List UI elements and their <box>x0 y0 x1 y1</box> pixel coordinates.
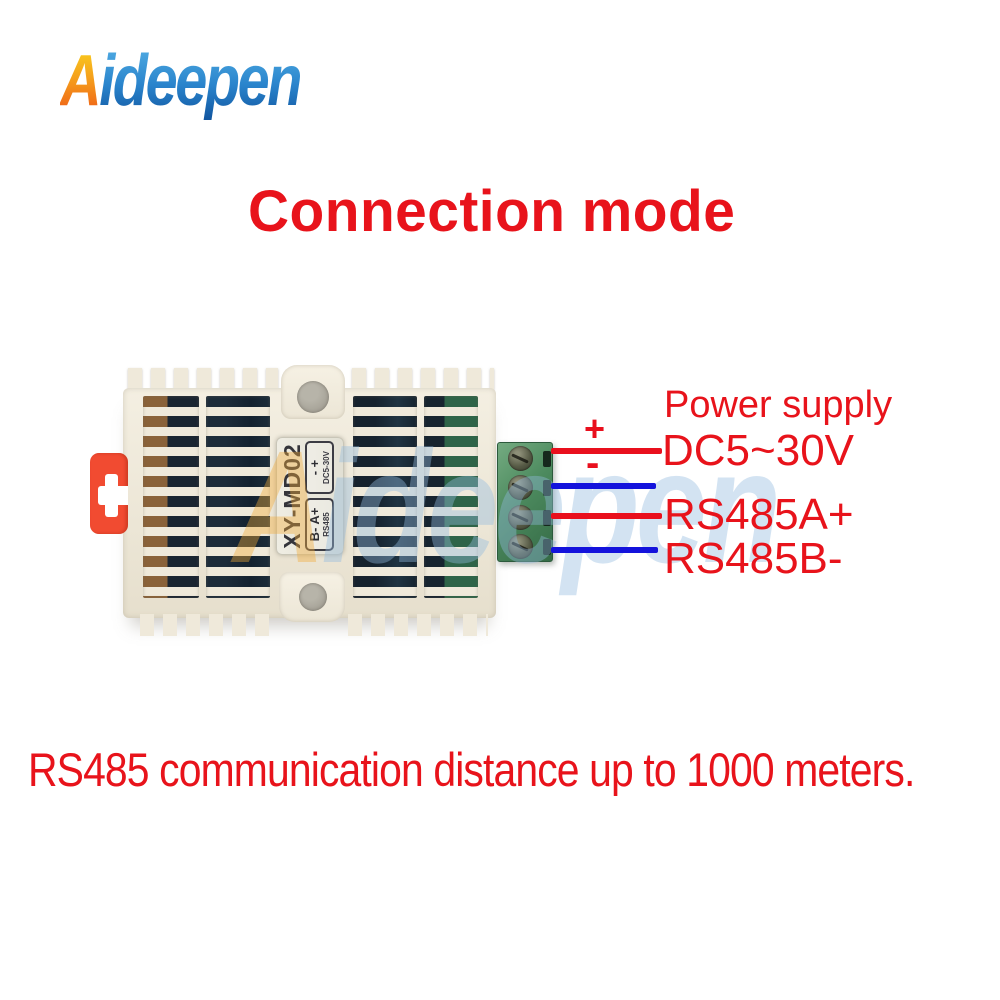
wire-entry-slot-3 <box>543 510 551 526</box>
vent-column-1 <box>143 396 199 598</box>
screw-slot-icon <box>511 482 529 493</box>
clip-notch-horizontal <box>98 486 128 505</box>
rs485-port-pins: B- A+ <box>307 507 322 542</box>
power-port-pins: - + <box>307 459 322 476</box>
power-port-box: - + DC5-30V <box>305 441 334 494</box>
label-dc-voltage-range: DC5~30V <box>662 426 855 475</box>
brand-logo: Aideepen <box>60 40 302 122</box>
wire-entry-slot-2 <box>543 480 551 496</box>
minus-symbol: - <box>586 441 600 485</box>
mounting-hole-top <box>297 381 329 413</box>
screw-slot-icon <box>511 512 529 523</box>
screw-slot-icon <box>511 541 529 552</box>
wire-rs485-b <box>551 547 658 553</box>
brand-logo-rest: ideepen <box>99 41 302 121</box>
screw-slot-icon <box>511 453 529 464</box>
label-rs485-a: RS485A+ <box>664 490 854 539</box>
terminal-screw-3 <box>508 505 533 530</box>
wire-entry-slot-1 <box>543 451 551 467</box>
vent-column-2 <box>206 396 270 598</box>
rs485-port-box: B- A+ RS485 <box>305 498 334 551</box>
label-rs485-b: RS485B- <box>664 534 843 583</box>
mounting-hole-bottom <box>299 583 327 611</box>
label-power-supply: Power supply <box>664 384 893 426</box>
terminal-screw-1 <box>508 446 533 471</box>
port-legend-row: B- A+ RS485 - + DC5-30V <box>305 441 334 551</box>
vent-teeth-top-right <box>352 368 494 390</box>
product-label-face: XY-MD02 B- A+ RS485 - + DC5-30V <box>276 437 344 555</box>
terminal-screw-4 <box>508 534 533 559</box>
page-title: Connection mode <box>248 179 736 244</box>
wire-power-negative <box>551 483 656 489</box>
brand-logo-first-letter: A <box>60 41 102 121</box>
plus-symbol: + <box>584 408 606 449</box>
footer-note: RS485 communication distance up to 1000 … <box>28 743 915 796</box>
terminal-block <box>497 442 553 562</box>
product-label: XY-MD02 B- A+ RS485 - + DC5-30V <box>276 437 344 555</box>
vent-teeth-top-left <box>128 368 278 390</box>
wire-rs485-a <box>551 513 662 519</box>
wire-entry-slot-4 <box>543 539 551 555</box>
vent-column-4 <box>424 396 478 598</box>
din-rail-clip <box>90 453 128 534</box>
vent-column-3 <box>353 396 417 598</box>
wire-power-positive <box>551 448 662 454</box>
power-port-range: DC5-30V <box>322 451 331 484</box>
vent-teeth-bottom-right <box>348 614 488 636</box>
terminal-screw-2 <box>508 475 533 500</box>
vent-teeth-bottom-left <box>140 614 278 636</box>
rs485-port-name: RS485 <box>322 512 331 537</box>
model-number: XY-MD02 <box>279 443 305 549</box>
